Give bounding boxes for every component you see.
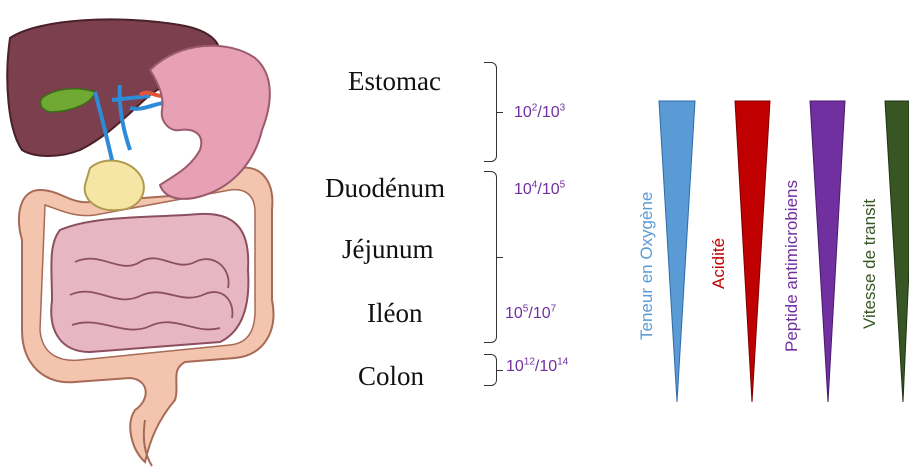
label-acidite: Acidité bbox=[709, 238, 729, 289]
wedge-peptide bbox=[810, 101, 845, 402]
label-jejunum: Jéjunum bbox=[342, 234, 434, 265]
label-peptide: Peptide antimicrobiens bbox=[782, 180, 802, 352]
label-estomac: Estomac bbox=[348, 66, 441, 97]
bracket-estomac bbox=[484, 62, 497, 162]
digestive-system-illustration bbox=[0, 0, 300, 468]
bracket-small-intestine bbox=[484, 171, 497, 343]
concentration-duodenum: 104/105 bbox=[514, 181, 565, 199]
label-ileon: Iléon bbox=[367, 298, 422, 329]
concentration-estomac: 102/103 bbox=[514, 104, 565, 122]
label-duodenum: Duodénum bbox=[325, 173, 445, 204]
label-vitesse-transit: Vitesse de transit bbox=[860, 199, 880, 329]
small-intestine-shape bbox=[51, 214, 248, 352]
concentration-colon: 1012/1014 bbox=[506, 358, 568, 376]
label-colon: Colon bbox=[358, 361, 424, 392]
wedge-acidite bbox=[735, 101, 770, 402]
wedge-vitesse bbox=[885, 101, 909, 402]
concentration-ileon: 105/107 bbox=[505, 305, 556, 323]
bracket-colon bbox=[484, 354, 497, 386]
label-teneur-oxygene: Teneur en Oxygène bbox=[637, 192, 657, 340]
pancreas-shape bbox=[85, 161, 144, 211]
wedge-oxygen bbox=[659, 101, 695, 402]
